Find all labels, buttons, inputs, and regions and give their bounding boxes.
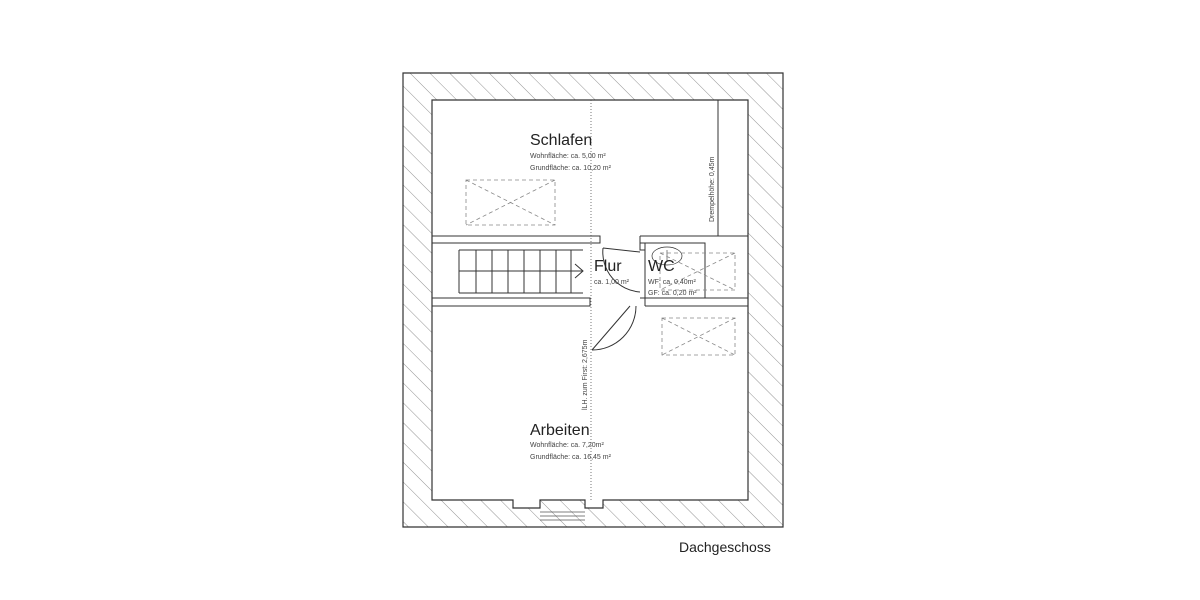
flur-area: ca. 1,00 m² (594, 279, 630, 286)
wc-area-floor: GF: ca. 0,20 m² (648, 290, 697, 297)
room-name-wc: WC (648, 258, 675, 275)
staircase (458, 249, 584, 294)
room-name-flur: Flur (594, 258, 622, 275)
ridge-height-label: lLH. zum First: 2,675m (582, 339, 589, 410)
arbeiten-area-floor: Grundfläche: ca. 16,45 m² (530, 454, 612, 461)
stair-arrow-icon (574, 263, 584, 279)
room-name-arbeiten: Arbeiten (530, 422, 590, 439)
skylights (465, 179, 736, 356)
schlafen-area-living: Wohnfläche: ca. 5,00 m² (530, 153, 606, 160)
arbeiten-area-living: Wohnfläche: ca. 7,20m² (530, 442, 604, 449)
wc-area-living: WF: ca. 0,40m² (648, 279, 697, 286)
drempel-height-label: Drempelhöhe: 0,45m (709, 156, 716, 222)
arbeiten-door (591, 305, 637, 351)
schlafen-area-floor: Grundfläche: ca. 10,20 m² (530, 165, 612, 172)
exterior-wall (402, 72, 784, 528)
floor-caption: Dachgeschoss (679, 539, 771, 555)
window-bottom (540, 511, 585, 521)
wc-room (644, 242, 706, 299)
wc-door (602, 247, 641, 293)
room-name-schlafen: Schlafen (530, 132, 592, 149)
wc-basin-icon (651, 246, 683, 266)
doors (591, 247, 641, 351)
